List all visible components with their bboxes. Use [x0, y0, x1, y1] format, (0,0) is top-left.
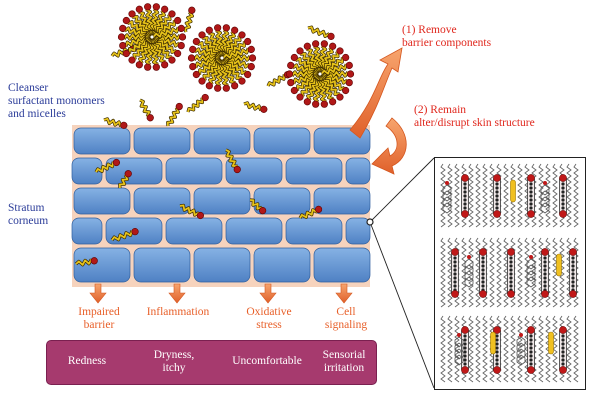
zoom-line-bottom: [369, 221, 435, 389]
ceramide-molecule: [493, 174, 501, 218]
cholesterol-molecule: [526, 255, 536, 288]
corneocyte: [73, 127, 131, 155]
surfactant-molecule: [186, 93, 209, 113]
effect-inflammation: Inflammation: [146, 306, 210, 318]
corneocyte: [313, 247, 371, 283]
symptom-uncomfortable: Uncomfortable: [232, 355, 302, 367]
fatty-acid-molecule: [490, 331, 496, 355]
down-arrow: [335, 283, 353, 304]
corneocyte: [193, 187, 251, 215]
cholesterol-molecule: [442, 181, 452, 214]
surfactant-molecule: [179, 203, 204, 220]
ceramide-molecule: [569, 248, 577, 298]
down-arrow: [168, 283, 186, 304]
corneocyte: [105, 157, 163, 185]
stratum-corneum-block: [71, 125, 371, 287]
curved-arrows: [349, 47, 407, 175]
remain-arrow: [371, 117, 407, 175]
corneocyte: [73, 187, 131, 215]
corneocyte: [345, 157, 371, 185]
ceramide-molecule: [541, 248, 549, 298]
corneocyte: [133, 187, 191, 215]
micelle: [285, 40, 355, 108]
cholesterol-molecule: [540, 181, 550, 214]
free-surfactants: [74, 6, 335, 267]
corneocyte: [133, 247, 191, 283]
down-arrow: [89, 283, 107, 304]
symptoms-box: [46, 340, 377, 385]
surfactant-molecule: [110, 228, 139, 242]
corneocyte: [285, 157, 343, 185]
surfactant-molecule: [222, 45, 255, 60]
surfactant-molecule: [243, 101, 268, 113]
corneocyte: [165, 157, 223, 185]
corneocyte: [225, 217, 283, 245]
stratum-corneum-label: Stratum corneum: [8, 202, 49, 227]
symptom-redness: Redness: [67, 355, 107, 367]
down-arrows: [89, 283, 353, 304]
surfactant-molecule: [320, 61, 353, 76]
corneocyte: [73, 247, 131, 283]
micelle: [187, 24, 257, 92]
zoom-lines: [366, 157, 435, 389]
surfactant-molecule: [103, 117, 128, 129]
corneocyte: [313, 187, 371, 215]
corneocyte: [253, 127, 311, 155]
surfactant-molecule: [298, 205, 323, 219]
fatty-acid-molecule: [510, 179, 516, 203]
ceramide-molecule: [479, 248, 487, 298]
corneocyte: [225, 157, 283, 185]
corneocyte: [193, 127, 251, 155]
fatty-acid-molecule: [548, 331, 554, 355]
remove-arrow: [349, 47, 403, 139]
cleanser-label: Cleanser surfactant monomers and micelle…: [8, 82, 105, 120]
surfactant-molecule: [139, 98, 154, 122]
micelle: [117, 3, 187, 71]
remove-label: (1) Remove barrier components: [402, 24, 492, 49]
ceramide-molecule: [507, 248, 515, 298]
surfactant-molecule: [183, 6, 196, 33]
symptom-dryness: Dryness,itchy: [153, 349, 195, 374]
fatty-acid-molecule: [556, 253, 562, 277]
ceramide-molecule: [527, 174, 535, 218]
surfactant-molecule: [307, 25, 335, 40]
corneocyte: [165, 217, 223, 245]
remain-label: (2) Remain alter/disrupt skin structure: [414, 104, 535, 129]
corneocyte: [253, 247, 311, 283]
corneocyte: [193, 247, 251, 283]
surfactant-molecule: [225, 148, 241, 174]
ceramide-molecule: [461, 174, 469, 218]
cholesterol-molecule: [516, 333, 526, 366]
surfactant-molecule: [118, 170, 132, 189]
zoom-line-top: [369, 157, 435, 223]
down-arrow: [259, 283, 277, 304]
ceramide-molecule: [451, 248, 459, 298]
surfactant-molecule: [94, 158, 120, 174]
surfactant-molecule: [166, 102, 183, 127]
corneocyte: [285, 217, 343, 245]
cholesterol-molecule: [454, 333, 464, 366]
surfactant-molecule: [249, 198, 267, 215]
lipid-bilayer-zoom-panel: [434, 157, 586, 390]
surfactant-molecule: [152, 24, 185, 39]
cholesterol-molecule: [464, 255, 474, 288]
corneocyte: [71, 217, 103, 245]
micelles: [117, 3, 355, 108]
corneocyte: [133, 127, 191, 155]
corneocyte: [345, 217, 371, 245]
ceramide-molecule: [527, 326, 535, 374]
surfactant-molecule: [74, 257, 98, 267]
zoom-point: [366, 218, 374, 226]
ceramide-molecule: [559, 174, 567, 218]
lipid-bilayer-artwork: [440, 163, 579, 383]
ceramide-molecule: [559, 326, 567, 374]
